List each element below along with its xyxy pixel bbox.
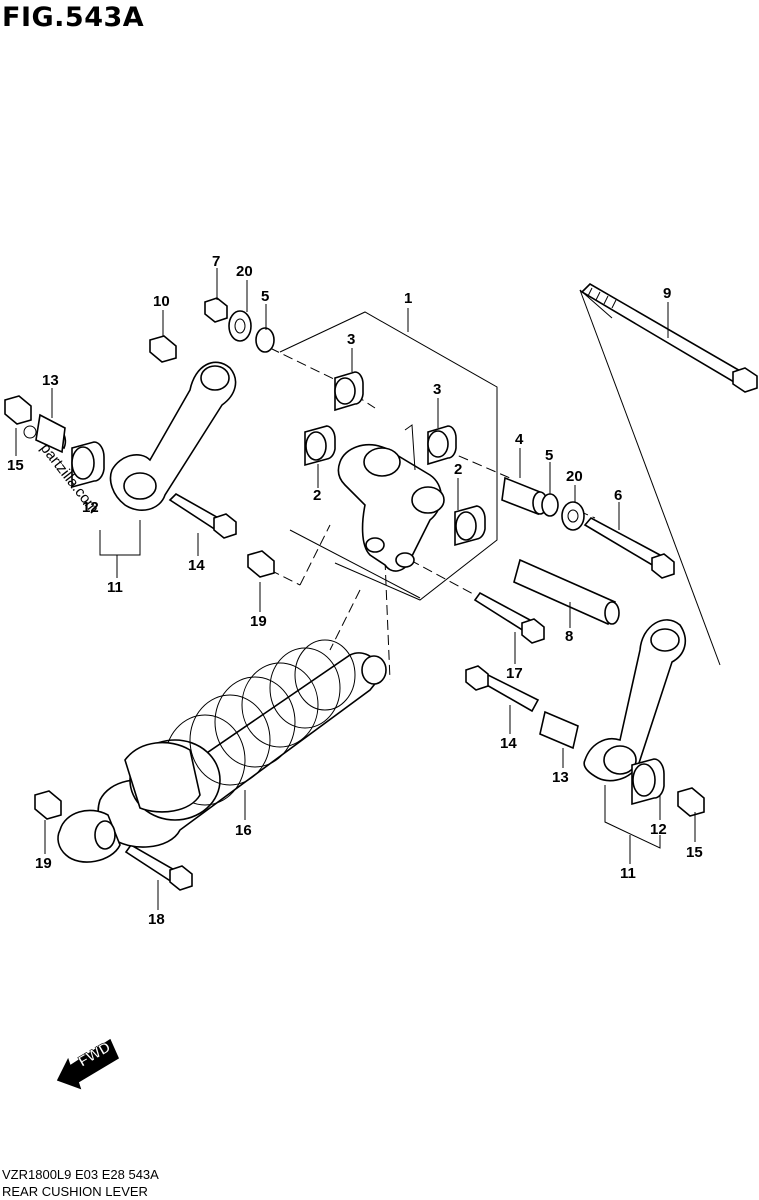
- cushion-lever-1: [337, 424, 445, 572]
- callout-4: 4: [515, 431, 524, 448]
- callout-10: 10: [153, 293, 170, 310]
- figure-title: FIG.543A: [2, 2, 145, 33]
- fasteners: [4, 297, 705, 820]
- callout-18: 18: [148, 911, 165, 928]
- callout-14-lower: 14: [500, 735, 517, 752]
- callout-15-right: 15: [686, 844, 703, 861]
- callouts: 1 3 3 2 2 4 5 20 6 9 7 20 5 10 13 15 12 …: [7, 253, 703, 928]
- callout-12-left: 12: [82, 499, 99, 516]
- callout-11-left: 11: [107, 579, 123, 596]
- long-bolt-9: [580, 282, 758, 393]
- callout-2-right: 2: [454, 461, 462, 478]
- callout-9: 9: [663, 285, 671, 302]
- callout-2-left: 2: [313, 487, 321, 504]
- callout-19-lower: 19: [35, 855, 52, 872]
- callout-14-upper: 14: [188, 557, 205, 574]
- callout-7: 7: [212, 253, 220, 270]
- callout-13-left: 13: [42, 372, 59, 389]
- callout-3-right: 3: [433, 381, 441, 398]
- footer-model-code: VZR1800L9 E03 E28 543A: [2, 1167, 159, 1182]
- cushion-rod-right: [583, 619, 687, 782]
- callout-6: 6: [614, 487, 622, 504]
- callout-13-right: 13: [552, 769, 569, 786]
- leader-lines: [15, 268, 696, 910]
- callout-8: 8: [565, 628, 573, 645]
- callout-3-upper: 3: [347, 331, 355, 348]
- callout-12-right: 12: [650, 821, 667, 838]
- callout-19-upper: 19: [250, 613, 267, 630]
- cushion-rod-left: [109, 361, 237, 511]
- callout-20-right: 20: [566, 468, 583, 485]
- footer-section-name: REAR CUSHION LEVER: [2, 1184, 148, 1199]
- callout-5-right: 5: [545, 447, 553, 464]
- shock-absorber-16: [57, 639, 387, 863]
- callout-17: 17: [506, 665, 523, 682]
- callout-11-right: 11: [620, 865, 636, 882]
- fwd-arrow-icon: FWD: [56, 1038, 120, 1090]
- bearings: [71, 371, 665, 806]
- bolts: [124, 493, 675, 891]
- callout-16: 16: [235, 822, 252, 839]
- callout-5-left: 5: [261, 288, 269, 305]
- callout-20-left: 20: [236, 263, 253, 280]
- callout-15-left: 15: [7, 457, 24, 474]
- callout-1: 1: [404, 290, 412, 307]
